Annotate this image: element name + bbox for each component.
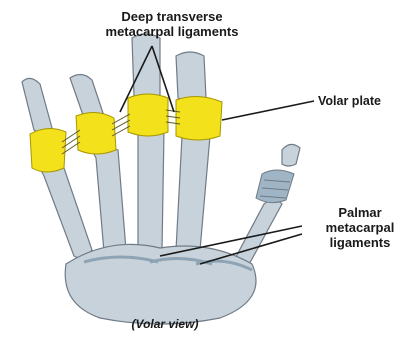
label-palmar-line-1: Palmar (305, 206, 415, 221)
index-metacarpal (40, 165, 92, 258)
middle-metacarpal (92, 147, 126, 255)
thumb-mcp-capsule (256, 170, 294, 203)
label-palmar-metacarpal: Palmar metacarpal ligaments (305, 206, 415, 251)
volar-plate-middle (76, 112, 116, 154)
label-palmar-line-3: ligaments (305, 236, 415, 251)
little-proximal-phalanx (176, 52, 206, 101)
label-deep-transverse-line-1: Deep transverse (82, 10, 262, 25)
index-proximal-phalanx (22, 78, 52, 132)
thumb-distal (282, 144, 300, 166)
leader-volar-plate (222, 101, 314, 120)
ring-metacarpal (138, 127, 164, 254)
volar-plate-ring (128, 94, 168, 136)
volar-plate-index (30, 128, 66, 172)
label-deep-transverse: Deep transverse metacarpal ligaments (82, 10, 262, 40)
view-caption: (Volar view) (105, 318, 225, 332)
hand-bones (22, 34, 300, 324)
label-palmar-line-2: metacarpal (305, 221, 415, 236)
volar-plate-little (176, 96, 222, 140)
label-volar-plate: Volar plate (318, 94, 413, 108)
little-metacarpal (176, 133, 210, 254)
label-deep-transverse-line-2: metacarpal ligaments (82, 25, 262, 40)
ring-proximal-phalanx (132, 34, 160, 99)
